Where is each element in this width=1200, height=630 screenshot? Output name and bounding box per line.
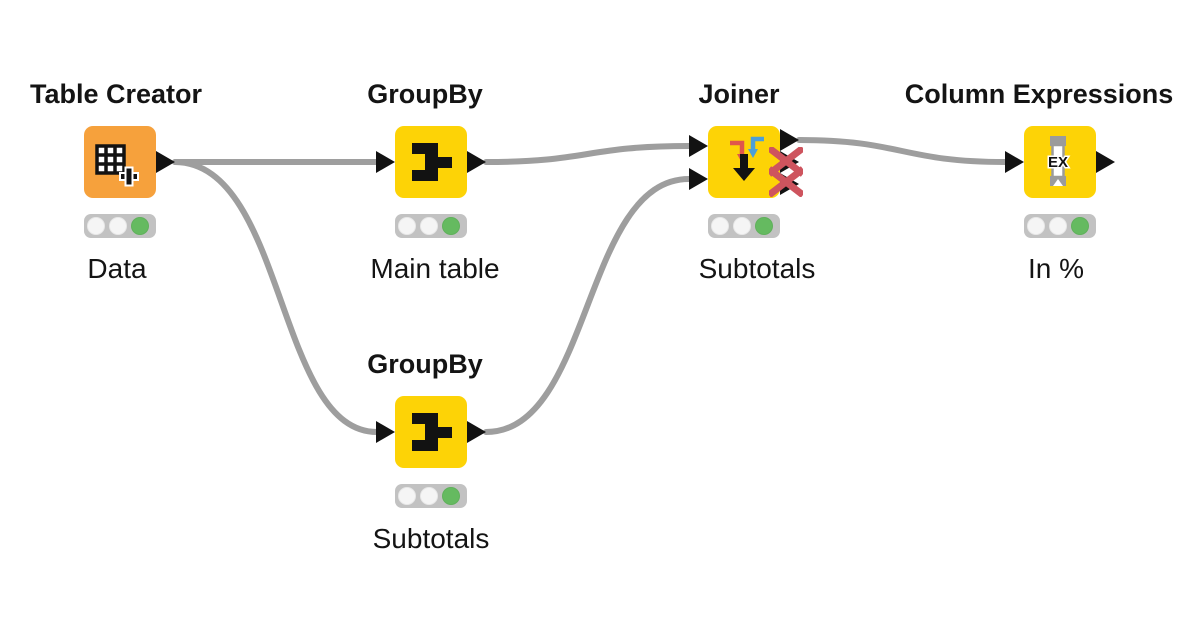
output-port-1[interactable] (780, 129, 799, 151)
status-light-1 (398, 487, 416, 505)
status-light-3 (755, 217, 773, 235)
node-groupby-subtotals[interactable]: GroupBy Subtotals (367, 349, 489, 554)
status-traffic-light (395, 484, 467, 508)
status-light-2 (1049, 217, 1067, 235)
inactive-ports-x-icon (769, 147, 803, 197)
input-port-2[interactable] (689, 168, 708, 190)
node-annotation[interactable]: In % (1027, 253, 1085, 284)
output-port[interactable] (467, 151, 486, 173)
status-light-1 (711, 217, 729, 235)
status-light-1 (1027, 217, 1045, 235)
input-port[interactable] (376, 151, 395, 173)
node-annotation[interactable]: Subtotals (372, 523, 490, 554)
status-light-3 (131, 217, 149, 235)
output-port[interactable] (467, 421, 486, 443)
status-light-2 (109, 217, 127, 235)
column-expressions-icon: EX (1046, 136, 1070, 186)
node-title: Column Expressions (904, 79, 1174, 109)
output-port[interactable] (156, 151, 175, 173)
connection-joiner-columnexpressions[interactable] (796, 137, 1008, 165)
node-groupby-main[interactable]: GroupBy Main table (367, 79, 499, 284)
node-title: Joiner (698, 79, 780, 109)
input-port[interactable] (1005, 151, 1024, 173)
input-port[interactable] (376, 421, 395, 443)
status-traffic-light (84, 214, 156, 238)
connection-groupbysubtotals-joiner[interactable] (483, 176, 692, 435)
node-annotation[interactable]: Subtotals (698, 253, 816, 284)
status-light-3 (442, 217, 460, 235)
status-light-2 (420, 217, 438, 235)
node-title: GroupBy (367, 79, 483, 109)
connection-groupbymain-joiner[interactable] (483, 143, 692, 165)
node-annotation[interactable]: Main table (370, 253, 500, 284)
node-column-expressions[interactable]: Column Expressions EX In % (905, 79, 1174, 284)
status-light-1 (398, 217, 416, 235)
connection-tablecreator-groupby-subtotals[interactable] (172, 159, 380, 435)
status-traffic-light (1024, 214, 1096, 238)
joiner-icon (730, 136, 764, 181)
node-title: GroupBy (367, 349, 483, 379)
status-light-1 (87, 217, 105, 235)
status-traffic-light (708, 214, 780, 238)
status-light-3 (1071, 217, 1089, 235)
status-light-2 (420, 487, 438, 505)
ex-glyph: EX (1048, 154, 1068, 171)
status-light-2 (733, 217, 751, 235)
node-joiner[interactable]: Joiner Subtotals (689, 79, 815, 284)
node-title: Table Creator (29, 79, 203, 109)
status-light-3 (442, 487, 460, 505)
output-port[interactable] (1096, 151, 1115, 173)
input-port-1[interactable] (689, 135, 708, 157)
node-table-creator[interactable]: Table Creator Data (30, 79, 202, 284)
node-annotation[interactable]: Data (87, 253, 147, 284)
groupby-icon (412, 413, 452, 451)
status-traffic-light (395, 214, 467, 238)
groupby-icon (412, 143, 452, 181)
table-plus-icon (95, 144, 139, 187)
